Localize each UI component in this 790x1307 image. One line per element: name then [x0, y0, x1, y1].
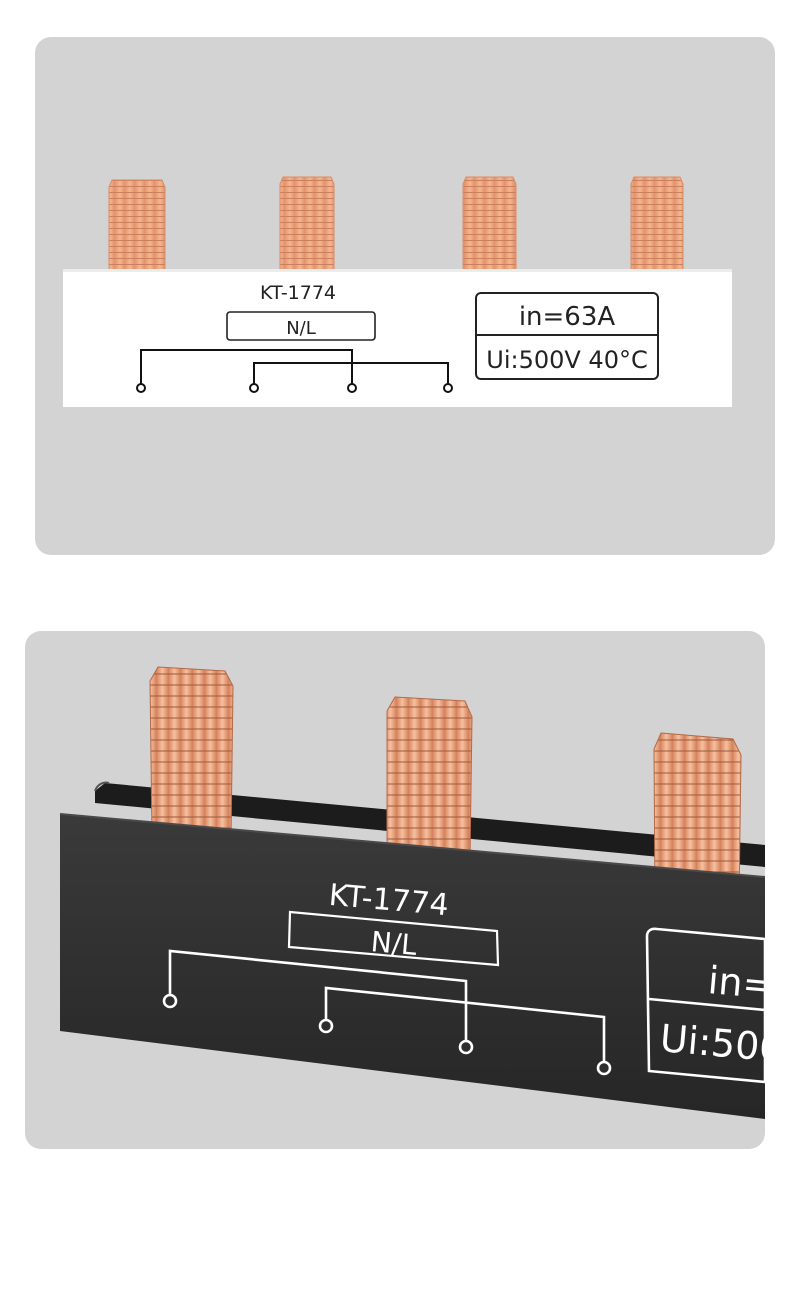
bottom-product-view: KT-1774 N/L in= Ui:500	[25, 631, 765, 1149]
rating-current: in=63A	[519, 302, 616, 332]
copper-pin	[630, 176, 684, 271]
top-busbar-illustration: KT-1774 N/L in=63A Ui:500V 40°C	[63, 176, 732, 407]
copper-pin	[149, 666, 234, 842]
model-label: KT-1774	[260, 282, 336, 304]
black-busbar-body	[60, 814, 765, 1119]
phase-box	[226, 311, 376, 341]
phase-label: N/L	[286, 318, 316, 339]
rating-voltage: Ui:500V 40°C	[486, 346, 647, 374]
wiring-diagram	[140, 349, 449, 384]
copper-pin	[108, 179, 166, 271]
phase-box	[287, 910, 500, 967]
copper-pins-top	[108, 176, 684, 271]
bottom-busbar-illustration: KT-1774 N/L in= Ui:500	[59, 666, 765, 1119]
rating-current: in=	[706, 958, 765, 1008]
copper-pin	[386, 696, 473, 864]
terminal-circles	[136, 383, 453, 393]
phase-label: N/L	[369, 925, 418, 962]
white-busbar-body	[63, 269, 732, 407]
rating-box	[645, 927, 765, 1084]
top-product-view: KT-1774 N/L in=63A Ui:500V 40°C	[35, 37, 775, 555]
wiring-diagram	[168, 949, 606, 1061]
copper-pin	[462, 176, 517, 271]
terminal-circles	[162, 993, 612, 1076]
copper-pin	[279, 176, 335, 271]
copper-pins-bottom	[149, 666, 742, 904]
